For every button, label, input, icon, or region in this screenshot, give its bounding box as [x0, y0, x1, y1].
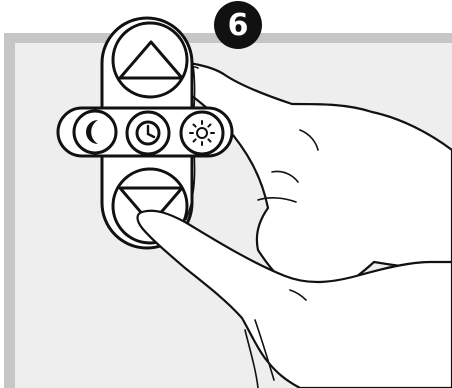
moon-button[interactable] — [74, 111, 116, 153]
step-badge: 6 — [214, 1, 262, 49]
up-button[interactable] — [113, 23, 187, 97]
clock-button[interactable] — [127, 112, 169, 154]
step-number: 6 — [228, 8, 249, 43]
sun-button[interactable] — [181, 112, 223, 154]
